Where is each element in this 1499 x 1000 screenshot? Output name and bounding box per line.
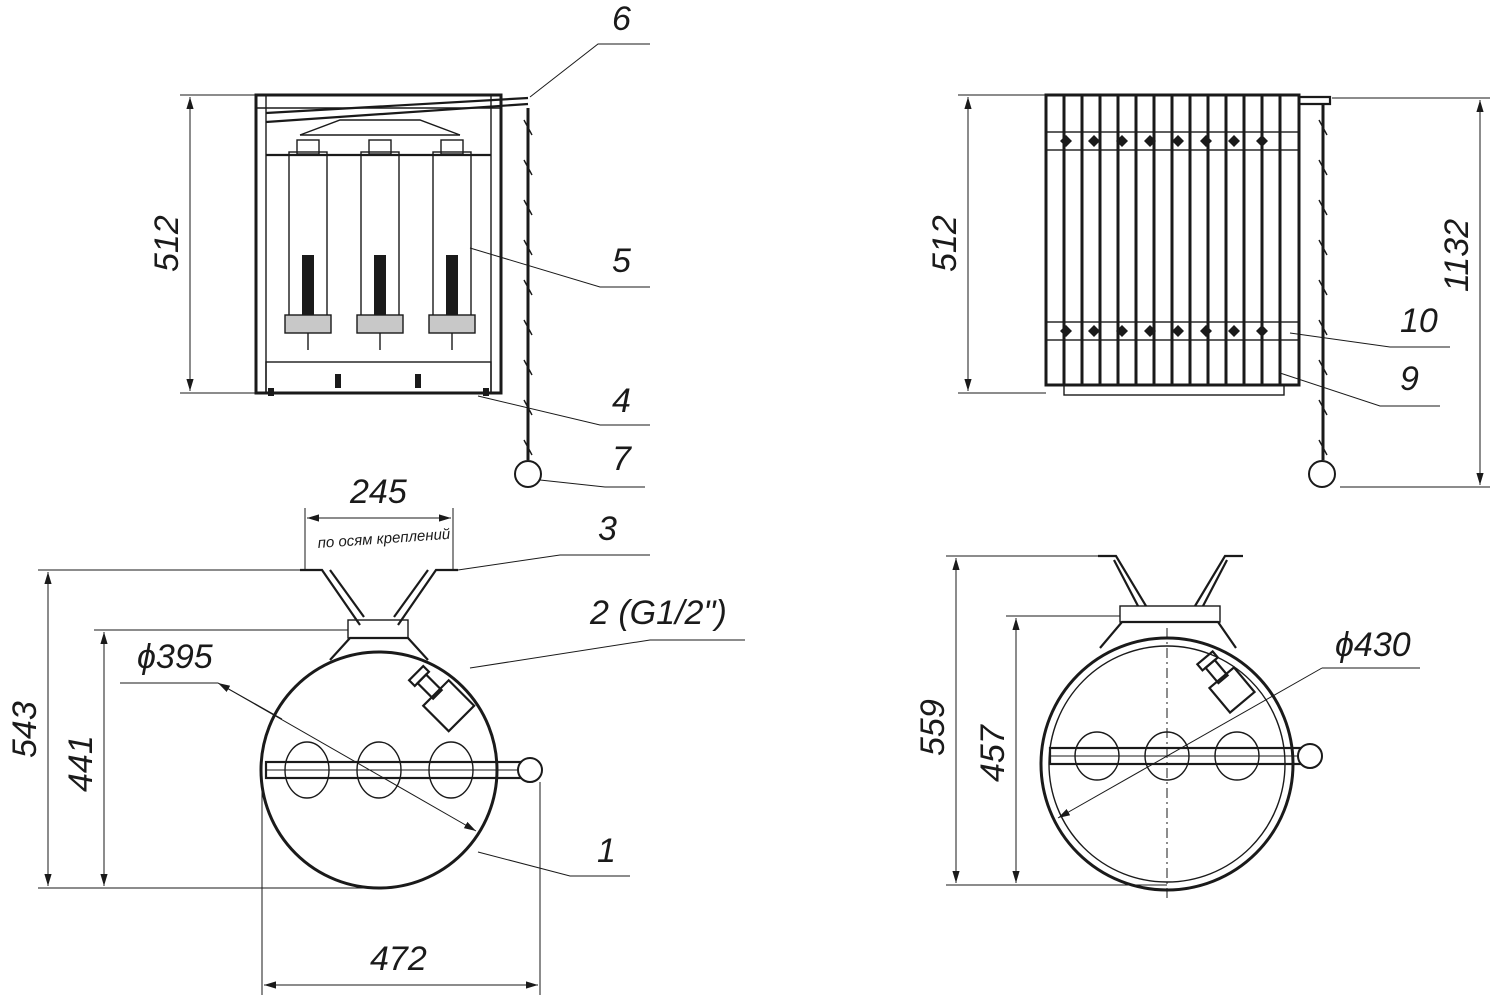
part-2-label: 2 (G1/2") — [589, 594, 727, 632]
pull-handle-ball-side — [1308, 460, 1336, 488]
part-1-label: 1 — [597, 832, 616, 870]
part-10-label: 10 — [1400, 302, 1438, 340]
part-4-label: 4 — [612, 382, 631, 420]
side-view: 512 1132 — [926, 93, 1490, 488]
part-3-label: 3 — [598, 510, 617, 548]
pull-handle-ball — [514, 460, 542, 488]
dim-overall-right: 559 — [914, 699, 952, 756]
dim-diameter-right: ϕ430 — [1335, 626, 1411, 664]
top-view-left-labels: 3 2 (G1/2") 1 — [457, 510, 745, 877]
part-7-label: 7 — [612, 440, 632, 478]
front-view-labels: 6 5 4 7 — [469, 0, 650, 488]
side-view-labels: 10 9 — [1279, 302, 1450, 407]
dim-height-left: 512 — [148, 215, 186, 272]
dim-height-right: 512 — [926, 215, 964, 272]
dim-total-right: 1132 — [1438, 219, 1476, 292]
top-view-right: ϕ430 559 457 — [914, 554, 1420, 900]
top-view-left: ϕ395 245 по осям креплений 543 441 472 — [6, 473, 543, 995]
dim-body-left: 441 — [62, 735, 100, 792]
dim-mount-note: по осям креплений — [317, 526, 451, 552]
part-5-label: 5 — [612, 242, 631, 280]
dim-mount-spacing: 245 — [349, 473, 407, 511]
dim-overall-left: 543 — [6, 701, 44, 758]
dim-diameter-left: ϕ395 — [137, 638, 213, 676]
front-view: 512 — [148, 93, 542, 488]
part-9-label: 9 — [1400, 360, 1419, 398]
dim-body-right: 457 — [974, 724, 1012, 782]
dim-width-left: 472 — [370, 940, 427, 978]
part-6-label: 6 — [612, 0, 631, 38]
